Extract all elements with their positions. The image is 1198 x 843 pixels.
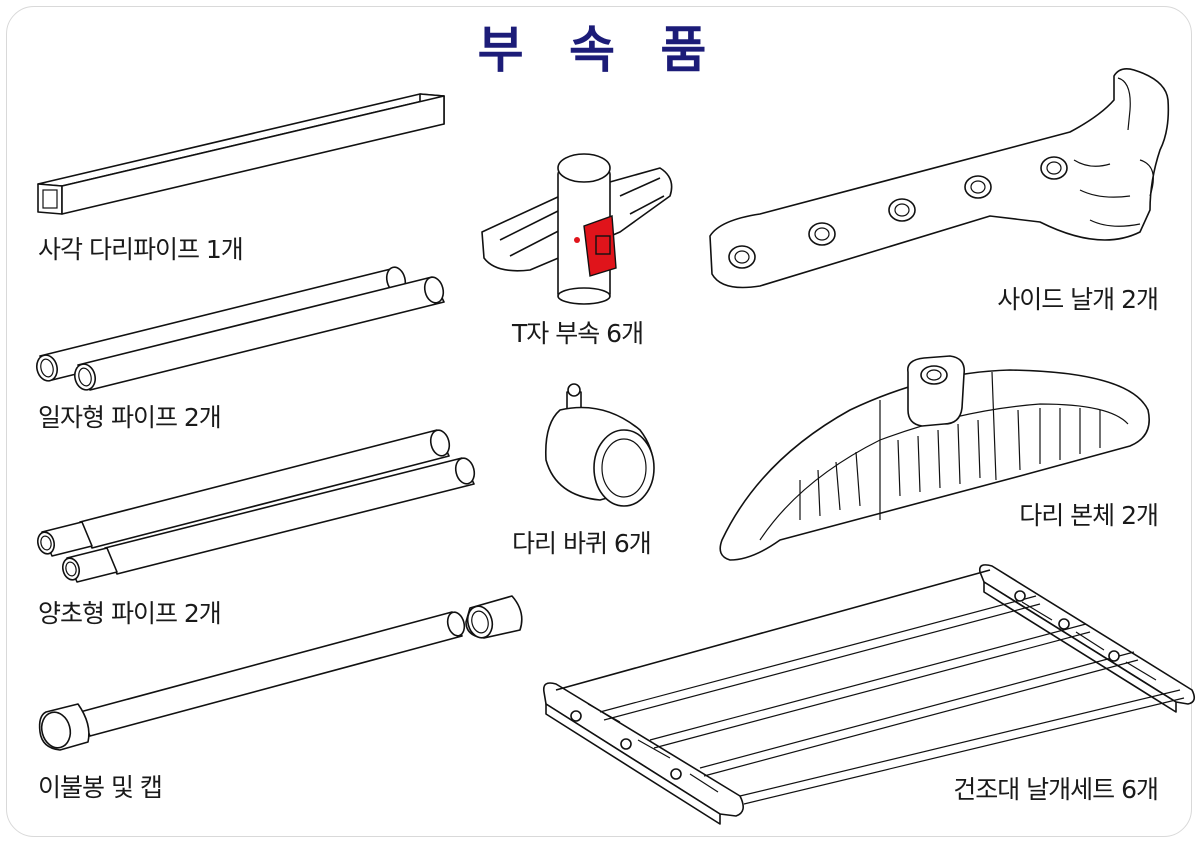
- label-side-wing: 사이드 날개 2개: [997, 285, 1159, 314]
- caster-wheel-illustration: [544, 383, 655, 507]
- label-t-connector: T자 부속 6개: [512, 319, 644, 348]
- t-connector-illustration: [481, 153, 673, 305]
- label-caster-wheel: 다리 바퀴 6개: [512, 529, 652, 558]
- straight-pipes-illustration: [36, 266, 445, 391]
- label-straight-pipe: 일자형 파이프 2개: [38, 403, 222, 432]
- label-leg-body: 다리 본체 2개: [1019, 501, 1159, 530]
- label-tapered-pipe: 양초형 파이프 2개: [38, 599, 222, 628]
- square-leg-pipe-illustration: [37, 93, 445, 215]
- label-rack-wing-set: 건조대 날개세트 6개: [953, 775, 1159, 804]
- label-square-leg-pipe: 사각 다리파이프 1개: [38, 235, 244, 264]
- page-title: 부 속 품: [477, 21, 721, 79]
- bedding-rod-illustration: [38, 595, 523, 751]
- rounded-border: [6, 6, 1192, 837]
- tapered-pipes-illustration: [36, 429, 476, 583]
- label-bedding-rod: 이불봉 및 캡: [38, 773, 163, 802]
- leg-body-illustration: [719, 355, 1150, 561]
- rack-wing-set-illustration: [542, 564, 1196, 825]
- side-wing-illustration: [709, 68, 1170, 289]
